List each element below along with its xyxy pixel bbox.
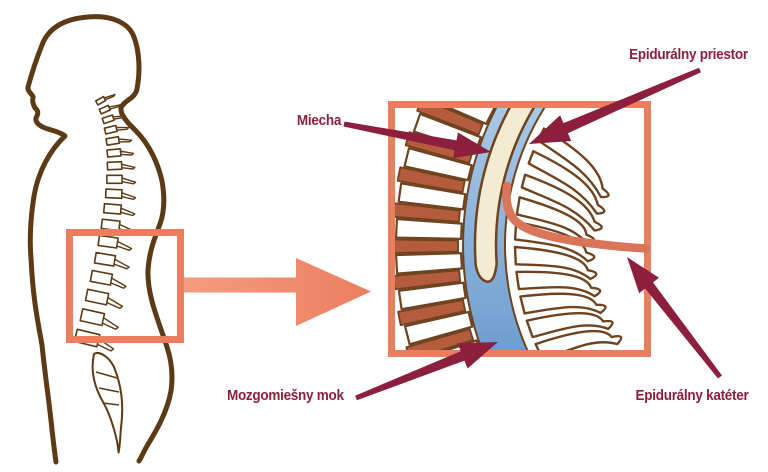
- miecha-arrow: [343, 121, 491, 159]
- highlight-rect: [66, 229, 184, 343]
- epiduralny-kateter-arrow: [627, 257, 722, 379]
- csf-band: [462, 108, 546, 353]
- detail-box: [388, 101, 651, 357]
- label-epiduralny-priestor: Epidurálny priestor: [629, 46, 748, 63]
- detail-spine: [395, 108, 623, 353]
- body-figure: [25, 14, 175, 465]
- detail-box-border: [388, 101, 651, 357]
- spinous-processes: [513, 127, 623, 353]
- mozgomiesny-mok-arrow: [355, 342, 498, 401]
- label-epiduralny-kateter: Epidurálny katéter: [635, 387, 748, 404]
- spinal-cord: [473, 108, 536, 284]
- zoom-arrow: [184, 258, 371, 326]
- annotation-arrows: [343, 67, 722, 401]
- label-miecha: Miecha: [296, 112, 341, 129]
- epiduralny-priestor-arrow: [529, 67, 701, 144]
- body-spine: [73, 93, 137, 352]
- body-outline-path: [25, 14, 175, 465]
- epidural-catheter-tube: [502, 181, 651, 253]
- sacrum: [91, 352, 124, 454]
- label-mozgomiesny-mok: Mozgomiešny mok: [227, 387, 344, 404]
